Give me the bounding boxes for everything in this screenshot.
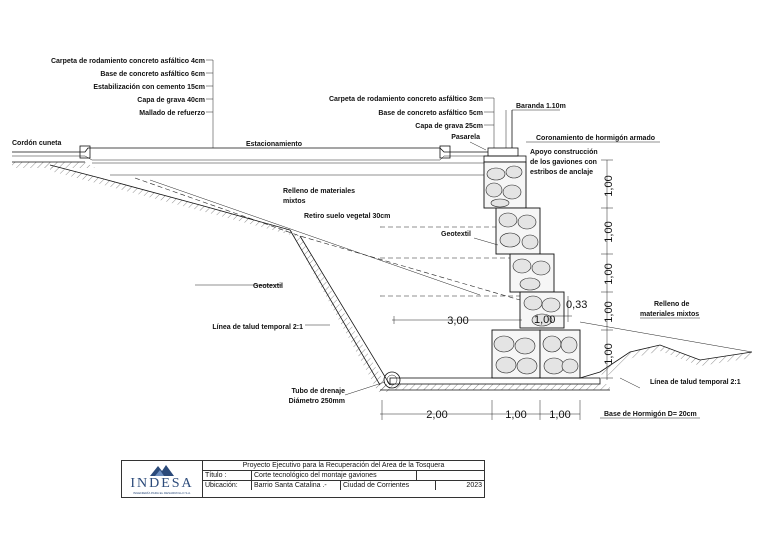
dim-vertical-2: 1,00 <box>603 221 615 242</box>
title-row-ubicacion: Ubicación: Barrio Santa Catalina .- Ciud… <box>203 481 484 490</box>
label-layer-left-1: Carpeta de rodamiento concreto asfáltico… <box>51 58 205 65</box>
label-relleno-left-1: Relleno de materiales <box>283 188 355 195</box>
foundation <box>380 321 753 391</box>
excavation-slope <box>49 164 521 392</box>
label-layer-left-2: Base de concreto asfáltico 6cm <box>100 71 205 78</box>
label-apoyo-1: Apoyo construcción <box>530 149 598 156</box>
dim-vertical-5: 1,00 <box>603 343 615 364</box>
gabion-wall <box>483 161 581 379</box>
mountain-logo-icon <box>150 465 174 476</box>
dimension-text: 1,00 1,00 1,00 1,00 1,00 3,00 0,33 1,00 … <box>426 175 615 421</box>
label-tubo-2: Diámetro 250mm <box>289 398 345 405</box>
company-logo: INDESA INGENIERÍA PARA EL DESARROLLO S.A… <box>122 461 203 497</box>
dim-300: 3,00 <box>447 315 468 327</box>
label-tubo-1: Tubo de drenaje <box>291 388 345 395</box>
dim-bottom-100b: 1,00 <box>549 409 570 421</box>
leader-lines <box>195 59 700 419</box>
label-coronamiento: Coronamiento de hormigón armado <box>536 135 655 142</box>
title-block: INDESA INGENIERÍA PARA EL DESARROLLO S.A… <box>121 460 485 498</box>
label-baranda: Baranda 1.10m <box>516 103 566 110</box>
logo-subtext: INGENIERÍA PARA EL DESARROLLO S.A. <box>132 491 192 495</box>
logo-text: INDESA <box>130 476 194 491</box>
dim-bottom-100a: 1,00 <box>505 409 526 421</box>
label-apoyo-2: de los gaviones con <box>530 159 597 166</box>
dim-bottom-200: 2,00 <box>426 409 447 421</box>
label-pasarela: Pasarela <box>451 134 480 141</box>
title-row-project: Proyecto Ejecutivo para la Recuperación … <box>203 461 484 471</box>
label-talud-left: Línea de talud temporal 2:1 <box>212 324 303 331</box>
labels: Carpeta de rodamiento concreto asfáltico… <box>51 58 483 405</box>
label-layer-left-5: Mallado de refuerzo <box>139 110 205 117</box>
label-layer-right-3: Capa de grava 25cm <box>415 123 483 130</box>
label-retiro: Retiro suelo vegetal 30cm <box>304 213 390 220</box>
label-layer-right-2: Base de concreto asfáltico 5cm <box>378 110 483 117</box>
label-layer-left-3: Estabilización con cemento 15cm <box>93 84 205 91</box>
label-base-hormigon: Base de Hormigón D= 20cm <box>604 411 697 418</box>
dim-vertical-4: 1,00 <box>603 301 615 322</box>
label-geotextil-lower: Geotextil <box>253 283 283 290</box>
label-layer-left-4: Capa de grava 40cm <box>137 97 205 104</box>
label-relleno-left-2: mixtos <box>283 198 306 205</box>
titulo-empty <box>417 471 484 480</box>
ciudad-value: Ciudad de Corrientes <box>341 481 436 490</box>
year-value: 2023 <box>466 482 482 489</box>
label-relleno-right-2: materiales mixtos <box>640 311 699 318</box>
title-block-body: Proyecto Ejecutivo para la Recuperación … <box>203 461 484 497</box>
label-geotextil-upper: Geotextil <box>441 231 471 238</box>
dim-100-mid: 1,00 <box>534 314 555 326</box>
labels-start: Cordón cuneta Estacionamiento Baranda 1.… <box>12 103 741 418</box>
ubicacion-value: Barrio Santa Catalina .- <box>252 481 341 490</box>
dim-vertical-3: 1,00 <box>603 263 615 284</box>
dimension-lines <box>380 159 613 420</box>
ubicacion-key: Ubicación: <box>203 481 252 490</box>
label-relleno-right-1: Relleno de <box>654 301 690 308</box>
label-talud-right: Línea de talud temporal 2:1 <box>650 379 741 386</box>
title-row-titulo: Título : Corte tecnológico del montaje g… <box>203 471 484 481</box>
dim-vertical-1: 1,00 <box>603 175 615 196</box>
dim-033: 0,33 <box>566 299 587 311</box>
label-apoyo-3: estribos de anclaje <box>530 169 593 176</box>
label-estacionamiento: Estacionamiento <box>246 141 302 148</box>
project-name: Proyecto Ejecutivo para la Recuperación … <box>242 462 445 469</box>
titulo-value: Corte tecnológico del montaje gaviones <box>252 471 417 480</box>
titulo-key: Título : <box>203 471 252 480</box>
label-cordon-cuneta: Cordón cuneta <box>12 140 61 147</box>
label-layer-right-1: Carpeta de rodamiento concreto asfáltico… <box>329 96 483 103</box>
